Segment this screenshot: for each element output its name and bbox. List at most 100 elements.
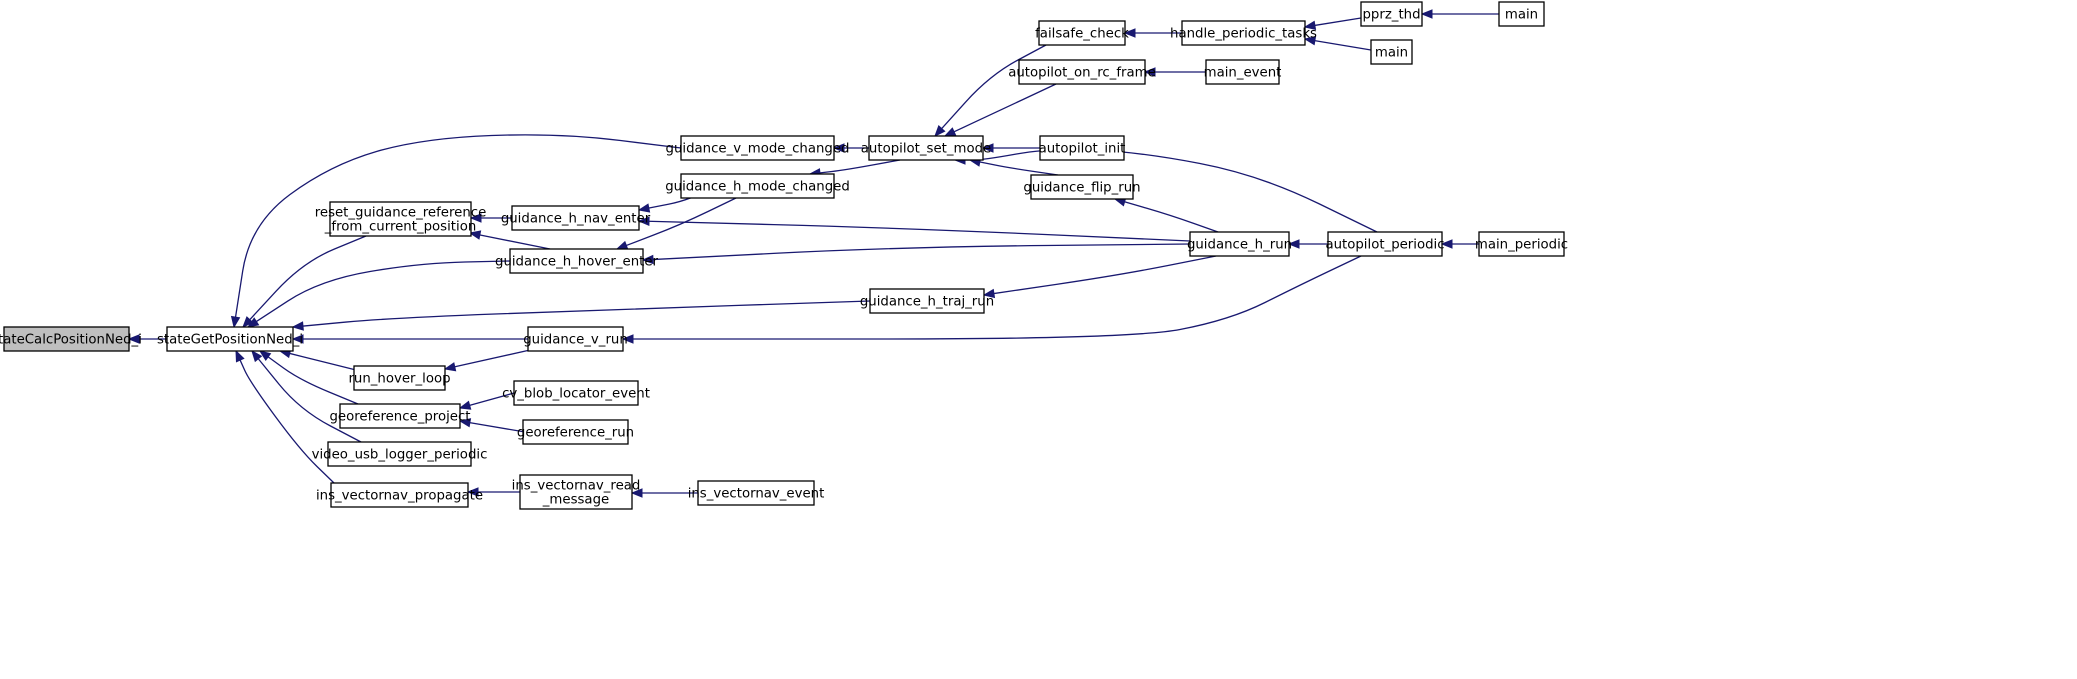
node-georeference-project[interactable]: georeference_project [329, 403, 471, 429]
arrowhead [621, 334, 634, 344]
node-main[interactable]: main [1370, 39, 1413, 65]
edge-line [288, 352, 357, 371]
node-guidance-h-hover-enter[interactable]: guidance_h_hover_enter [495, 248, 659, 274]
node-label: georeference_project [329, 410, 470, 425]
node-autopilot-on-rc-frame[interactable]: autopilot_on_rc_frame [1008, 59, 1156, 85]
node-ins-vectornav-propagate[interactable]: ins_vectornav_propagate [316, 482, 483, 508]
node-video-usb-logger-periodic[interactable]: video_usb_logger_periodic [312, 441, 488, 467]
arrowhead [934, 125, 946, 137]
arrowhead [258, 350, 272, 361]
node-cv-blob-locator-event[interactable]: cv_blob_locator_event [502, 380, 650, 406]
edge-line [301, 300, 871, 327]
arrowhead [242, 316, 254, 328]
node-label: guidance_h_nav_enter [501, 212, 651, 227]
node-box [166, 326, 294, 352]
edge-line [248, 235, 367, 321]
node-box [330, 482, 469, 508]
node-autopilot-set-mode[interactable]: autopilot_set_mode [861, 135, 991, 161]
edge-line [1313, 39, 1372, 51]
node-autopilot-periodic[interactable]: autopilot_periodic [1325, 231, 1445, 257]
node-guidance-v-mode-changed[interactable]: guidance_v_mode_changed [666, 135, 850, 161]
node-autopilot-init[interactable]: autopilot_init [1039, 135, 1126, 161]
node-label: guidance_h_hover_enter [495, 255, 659, 270]
node-box [353, 365, 446, 391]
node-main-periodic[interactable]: main_periodic [1475, 231, 1568, 257]
arrowhead [1420, 9, 1433, 19]
node-guidance-h-nav-enter[interactable]: guidance_h_nav_enter [501, 205, 651, 231]
node-guidance-h-run[interactable]: guidance_h_run [1187, 231, 1292, 257]
edge-line [453, 349, 531, 368]
node-guidance-h-mode-changed[interactable]: guidance_h_mode_changed [665, 173, 850, 199]
node-box [511, 205, 640, 231]
edge-line [257, 357, 362, 443]
node-statecalcpositionned-i[interactable]: stateCalcPositionNed_i [0, 326, 142, 352]
edge-georeference-project-to-stategetpositionned-i [258, 350, 359, 405]
node-handle-periodic-tasks[interactable]: handle_periodic_tasks [1170, 20, 1317, 46]
node-reset-guidance-reference-from-current-position[interactable]: reset_guidance_reference_from_current_po… [315, 201, 487, 237]
arrowhead [630, 488, 643, 498]
node-label: ins_vectornav_propagate [316, 489, 483, 504]
edge-line [478, 234, 551, 250]
nodes-layer: stateCalcPositionNed_i stateGetPositionNe… [0, 1, 1568, 510]
node-stategetpositionned-i[interactable]: stateGetPositionNed_i [157, 326, 303, 352]
node-main[interactable]: main [1498, 1, 1545, 27]
edge-video-usb-logger-periodic-to-stategetpositionned-i [251, 349, 362, 443]
node-box [697, 480, 815, 506]
node-label: guidance_flip_run [1023, 181, 1140, 196]
node-pprz-thd[interactable]: pprz_thd [1360, 1, 1423, 27]
arrowhead [1440, 239, 1453, 249]
node-box [519, 474, 633, 510]
node-label: guidance_v_mode_changed [666, 142, 850, 157]
edge-autopilot-set-mode-to-guidance-v-mode-changed [832, 143, 869, 153]
edge-guidance-h-run-to-guidance-h-traj-run [982, 255, 1217, 299]
edge-line [632, 255, 1362, 340]
node-box [1327, 231, 1443, 257]
edge-reset-guidance-reference-from-current-position-to-stategetpositionned-i [242, 235, 367, 328]
arrowhead [458, 400, 472, 410]
edge-line [266, 355, 359, 405]
edge-guidance-h-traj-run-to-stategetpositionned-i [291, 300, 871, 331]
node-label: georeference_run [517, 426, 634, 441]
arrowhead [1287, 239, 1300, 249]
edge-main-event-to-autopilot-on-rc-frame [1143, 67, 1206, 77]
node-guidance-h-traj-run[interactable]: guidance_h_traj_run [860, 288, 994, 314]
node-box [327, 441, 472, 467]
edge-line [1123, 200, 1219, 233]
node-ins-vectornav-read-message[interactable]: ins_vectornav_read_message [512, 474, 641, 510]
node-label: ins_vectornav_read [512, 479, 641, 494]
edge-main-to-handle-periodic-tasks [1303, 36, 1372, 51]
edge-line [234, 134, 682, 319]
edge-line [239, 358, 335, 484]
node-box [1030, 174, 1134, 200]
arrowhead [458, 418, 472, 428]
arrowhead [637, 203, 651, 213]
edge-run-hover-loop-to-stategetpositionned-i [278, 348, 357, 371]
edge-line [468, 392, 515, 407]
arrowhead [443, 362, 457, 372]
node-guidance-flip-run[interactable]: guidance_flip_run [1023, 174, 1141, 200]
node-label: pprz_thd [1362, 8, 1420, 23]
arrowhead [291, 334, 304, 344]
edge-autopilot-periodic-to-guidance-v-run [621, 255, 1362, 344]
node-label: guidance_v_run [523, 333, 628, 348]
edge-guidance-h-nav-enter-to-reset-guidance-reference-from-current-position [469, 213, 512, 223]
edge-ins-vectornav-propagate-to-stategetpositionned-i [235, 349, 335, 484]
node-box [680, 135, 835, 161]
node-box [1189, 231, 1290, 257]
edges-layer [127, 9, 1499, 498]
node-guidance-v-run[interactable]: guidance_v_run [523, 326, 628, 352]
arrowhead [246, 317, 260, 328]
node-label: ins_vectornav_event [688, 487, 825, 502]
node-label: _message [542, 493, 609, 508]
arrowhead [1303, 36, 1317, 46]
node-label: guidance_h_run [1187, 238, 1292, 253]
node-box [868, 135, 984, 161]
edge-autopilot-periodic-to-autopilot-set-mode [953, 148, 1378, 233]
node-box [1018, 59, 1146, 85]
node-georeference-run[interactable]: georeference_run [517, 419, 634, 445]
node-run-hover-loop[interactable]: run_hover_loop [348, 365, 451, 391]
node-failsafe-check[interactable]: failsafe_check [1035, 20, 1129, 46]
node-ins-vectornav-event[interactable]: ins_vectornav_event [688, 480, 825, 506]
node-box [1360, 1, 1423, 27]
node-main-event[interactable]: main_event [1204, 59, 1282, 85]
